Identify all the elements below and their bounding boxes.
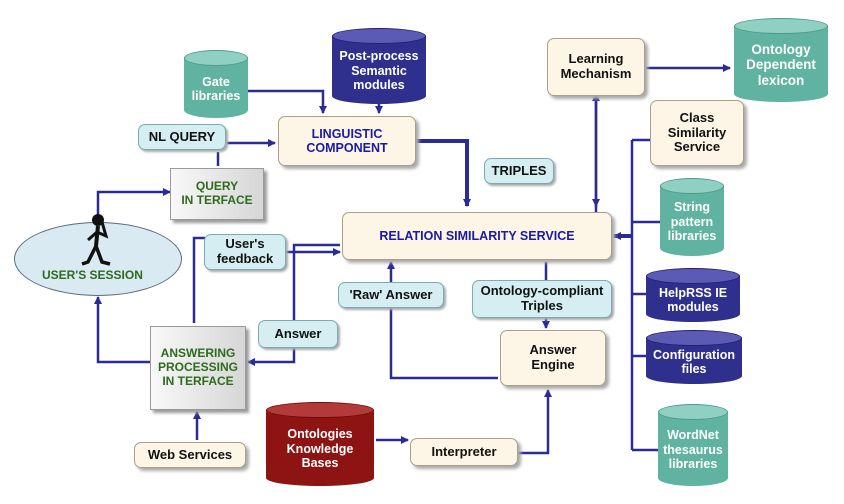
raw-answer-label-box: 'Raw' Answer	[338, 282, 444, 308]
learning-mechanism-box: Learning Mechanism	[547, 38, 645, 96]
arrow-gate-to-linguistic	[248, 89, 327, 114]
linguistic-component-box: LINGUISTIC COMPONENT	[278, 116, 416, 166]
users-feedback-text: User's feedback	[216, 236, 274, 266]
class-similarity-box: Class Similarity Service	[650, 100, 744, 166]
line-answeringif-to-feedback	[192, 236, 205, 323]
answering-interface-box: ANSWERING PROCESSING IN TERFACE	[150, 326, 246, 410]
gate-label: Gate libraries	[191, 74, 241, 103]
triples-label-box: TRIPLES	[484, 158, 554, 184]
post-process-modules-store: Post-process Semantic modules	[332, 28, 426, 104]
post-process-label: Post-process Semantic modules	[339, 49, 419, 93]
class-similarity-label: Class Similarity Service	[667, 109, 727, 155]
answer-engine-label: Answer Engine	[529, 342, 577, 372]
query-interface-box: QUERY IN TERFACE	[170, 168, 264, 220]
arrow-interpreter-to-engine	[518, 389, 552, 455]
query-interface-label: QUERY IN TERFACE	[181, 179, 253, 207]
interpreter-box: Interpreter	[410, 438, 518, 466]
wordnet-store: WordNet thesaurus libraries	[658, 404, 728, 486]
users-session-label: USER'S SESSION	[42, 268, 143, 282]
web-services-label: Web Services	[147, 446, 233, 462]
arrow-answeringif-to-session	[94, 296, 150, 364]
arrow-answer-to-answeringif	[247, 243, 340, 366]
nl-query-text: NL QUERY	[148, 128, 216, 144]
answer-label-box: Answer	[258, 320, 338, 348]
answering-interface-label: ANSWERING PROCESSING IN TERFACE	[157, 346, 238, 388]
arrow-session-to-queryif	[96, 188, 171, 222]
users-feedback-label-box: User's feedback	[204, 234, 286, 270]
answer-engine-box: Answer Engine	[500, 330, 606, 386]
nl-query-label-box: NL QUERY	[138, 124, 226, 150]
stick-figure-thinking-icon	[81, 214, 111, 266]
configuration-label: Configuration files	[653, 347, 735, 376]
triples-text: TRIPLES	[491, 162, 547, 178]
relation-similarity-label: RELATION SIMILARITY SERVICE	[379, 228, 575, 243]
learning-label: Learning Mechanism	[560, 51, 632, 81]
raw-answer-text: 'Raw' Answer	[349, 286, 433, 302]
ontologies-label: Ontologies Knowledge Bases	[286, 427, 354, 471]
web-services-box: Web Services	[134, 442, 246, 468]
answer-text: Answer	[274, 325, 322, 341]
helprss-label: HelpRSS IE modules	[658, 285, 728, 314]
wordnet-label: WordNet thesaurus libraries	[663, 428, 723, 472]
string-pattern-label: String pattern libraries	[667, 200, 717, 244]
helprss-modules-store: HelpRSS IE modules	[646, 268, 740, 322]
gate-libraries-store: Gate libraries	[184, 50, 248, 118]
configuration-files-store: Configuration files	[646, 330, 742, 384]
string-pattern-store: String pattern libraries	[660, 178, 724, 256]
relation-similarity-box: RELATION SIMILARITY SERVICE	[342, 212, 612, 260]
ontology-lexicon-store: Ontology Dependent lexicon	[734, 18, 828, 102]
ontologies-kb-store: Ontologies Knowledge Bases	[266, 402, 374, 486]
ontology-triples-text: Ontology-compliant Triples	[480, 283, 604, 313]
ontology-lexicon-label: Ontology Dependent lexicon	[746, 41, 816, 88]
ontology-triples-label-box: Ontology-compliant Triples	[472, 280, 612, 318]
arrow-linguistic-to-relation	[416, 139, 471, 207]
linguistic-label: LINGUISTIC COMPONENT	[306, 126, 388, 155]
interpreter-label: Interpreter	[431, 443, 497, 459]
